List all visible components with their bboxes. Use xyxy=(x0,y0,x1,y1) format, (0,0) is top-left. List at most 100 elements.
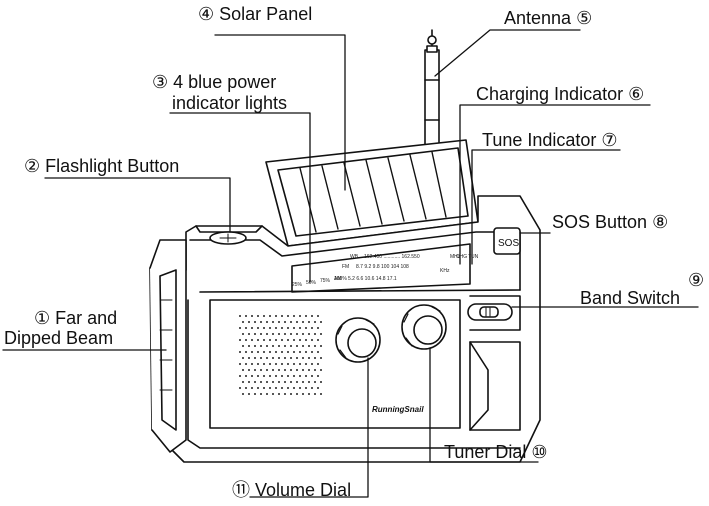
grille-dot xyxy=(266,357,268,359)
grille-dot xyxy=(305,387,307,389)
label-text: Charging Indicator xyxy=(476,84,624,104)
grille-dot xyxy=(299,339,301,341)
grille-dot xyxy=(260,321,262,323)
tuner-dial xyxy=(401,304,447,350)
grille-dot xyxy=(242,381,244,383)
grille-dot xyxy=(296,333,298,335)
grille-dot xyxy=(275,315,277,317)
dial-scale: WB 162.400 ............ 162.550 MHz FM 8… xyxy=(292,254,479,288)
grille-dot xyxy=(302,369,304,371)
grille-dot xyxy=(257,351,259,353)
grille-dot xyxy=(299,375,301,377)
grille-dot xyxy=(263,375,265,377)
grille-dot xyxy=(284,369,286,371)
grille-dot xyxy=(299,363,301,365)
grille-dot xyxy=(248,333,250,335)
grille-dot xyxy=(311,387,313,389)
grille-dot xyxy=(290,369,292,371)
grille-dot xyxy=(275,351,277,353)
label-num: ④ xyxy=(198,4,215,24)
grille-dot xyxy=(314,321,316,323)
label-num: ⑤ xyxy=(576,8,593,28)
grille-dot xyxy=(293,387,295,389)
grille-dot xyxy=(245,375,247,377)
grille-dot xyxy=(239,387,241,389)
grille-dot xyxy=(293,375,295,377)
label-far-dipped-beam-line2: Dipped Beam xyxy=(4,328,114,348)
grille-dot xyxy=(296,369,298,371)
grille-dot xyxy=(260,345,262,347)
label-text: Flashlight Button xyxy=(45,156,180,176)
grille-dot xyxy=(278,357,280,359)
label-tuner-dial: Tuner Dial ⑩ xyxy=(444,442,548,462)
grille-dot xyxy=(317,387,319,389)
label-power-lights: ③ 4 blue power xyxy=(152,72,276,92)
flashlight-end xyxy=(149,239,187,453)
grille-dot xyxy=(248,321,250,323)
grille-dot xyxy=(302,333,304,335)
grille-dot xyxy=(305,351,307,353)
grille-dot xyxy=(293,351,295,353)
grille-dot xyxy=(308,369,310,371)
grille-dot xyxy=(278,393,280,395)
indicator-chg: CHG xyxy=(456,254,467,260)
scale-am-label: AM xyxy=(334,276,342,282)
grille-dot xyxy=(242,321,244,323)
label-text: SOS Button xyxy=(552,212,648,232)
label-flashlight-button: ② Flashlight Button xyxy=(24,156,179,176)
grille-dot xyxy=(272,357,274,359)
grille-dot xyxy=(272,333,274,335)
grille-dot xyxy=(260,393,262,395)
label-num: ② xyxy=(24,156,41,176)
grille-dot xyxy=(287,339,289,341)
label-sos-button: SOS Button ⑧ xyxy=(552,212,668,232)
label-solar-panel: ④ Solar Panel xyxy=(198,4,312,24)
label-band-switch-num: ⑨ xyxy=(688,270,705,290)
grille-dot xyxy=(257,315,259,317)
grille-dot xyxy=(263,387,265,389)
grille-dot xyxy=(305,327,307,329)
grille-dot xyxy=(248,369,250,371)
indicator-tun: TUN xyxy=(468,254,479,260)
grille-dot xyxy=(287,327,289,329)
indicator-75: 75% xyxy=(320,278,331,284)
grille-dot xyxy=(308,381,310,383)
grille-dot xyxy=(317,315,319,317)
label-num: ⑪ xyxy=(232,480,250,500)
grille-dot xyxy=(278,381,280,383)
grille-dot xyxy=(257,375,259,377)
grille-dot xyxy=(245,315,247,317)
scale-am-values: 5.2 6.6 10.6 14.8 17.1 xyxy=(348,276,397,282)
grille-dot xyxy=(311,339,313,341)
grille-dot xyxy=(281,363,283,365)
label-text: Tune Indicator xyxy=(482,130,597,150)
grille-dot xyxy=(281,351,283,353)
grille-dot xyxy=(263,315,265,317)
grille-dot xyxy=(272,321,274,323)
grille-dot xyxy=(245,363,247,365)
grille-dot xyxy=(287,363,289,365)
grille-dot xyxy=(308,393,310,395)
grille-dot xyxy=(251,327,253,329)
brand-logo: RunningSnail xyxy=(372,405,424,414)
grille-dot xyxy=(254,393,256,395)
grille-dot xyxy=(311,315,313,317)
grille-dot xyxy=(278,321,280,323)
grille-dot xyxy=(308,333,310,335)
grille-dot xyxy=(317,375,319,377)
grille-dot xyxy=(248,345,250,347)
grille-dot xyxy=(284,345,286,347)
grille-dot xyxy=(257,387,259,389)
grille-dot xyxy=(251,315,253,317)
grille-dot xyxy=(302,357,304,359)
grille-dot xyxy=(260,333,262,335)
grille-dot xyxy=(320,321,322,323)
grille-dot xyxy=(248,357,250,359)
grille-dot xyxy=(317,327,319,329)
grille-dot xyxy=(302,393,304,395)
indicator-25: 25% xyxy=(292,282,303,288)
grille-dot xyxy=(290,381,292,383)
scale-fm-values: 8.7 9.2 9.8 100 104 108 xyxy=(356,264,409,270)
label-num: ⑥ xyxy=(628,84,645,104)
grille-dot xyxy=(257,327,259,329)
